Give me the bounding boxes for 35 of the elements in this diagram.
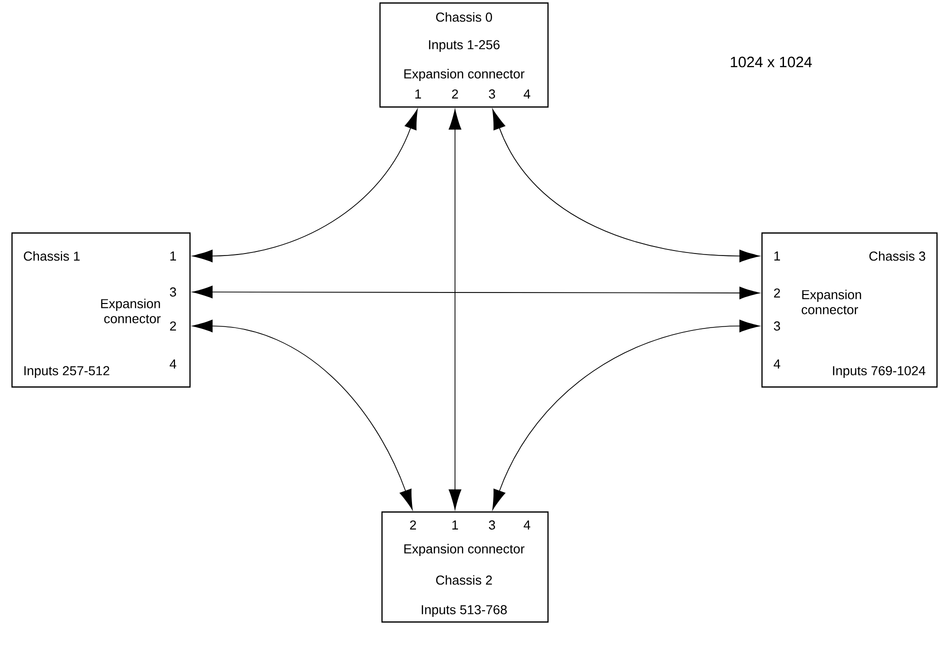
box-text: Inputs 769-1024 bbox=[833, 366, 926, 378]
port-number: 2 bbox=[774, 288, 780, 298]
box-text: Chassis 2 bbox=[436, 575, 492, 585]
port-number: 4 bbox=[170, 360, 176, 368]
box-text: Expansion connector bbox=[802, 290, 862, 314]
port-number: 4 bbox=[524, 520, 530, 530]
box-text: Chassis 1 bbox=[24, 251, 80, 261]
arrow bbox=[448, 109, 462, 510]
arrow bbox=[192, 286, 760, 300]
box-text: Chassis 0 bbox=[436, 12, 492, 22]
arrow bbox=[192, 320, 413, 510]
arrow bbox=[192, 109, 418, 262]
box-text: Expansion connector bbox=[404, 544, 524, 556]
port-number: 3 bbox=[488, 89, 496, 99]
port-number: 1 bbox=[415, 90, 421, 98]
arrow bbox=[492, 109, 760, 262]
box-text: Chassis 3 bbox=[869, 251, 926, 261]
port-number: 3 bbox=[170, 287, 176, 297]
box-text: Inputs 513-768 bbox=[422, 605, 507, 617]
port-number: 3 bbox=[488, 520, 496, 530]
port-number: 3 bbox=[774, 321, 780, 331]
size-label: 1024 x 1024 bbox=[730, 56, 812, 68]
port-number: 4 bbox=[774, 360, 780, 368]
arrow bbox=[492, 320, 760, 510]
box-text: Inputs 1-256 bbox=[429, 40, 500, 52]
port-number: 4 bbox=[524, 90, 530, 98]
port-number: 1 bbox=[452, 520, 458, 530]
port-number: 2 bbox=[452, 89, 458, 99]
port-number: 2 bbox=[170, 321, 176, 331]
port-number: 1 bbox=[774, 252, 780, 260]
box-text: Expansion connector bbox=[404, 68, 524, 82]
port-number: 1 bbox=[170, 252, 176, 260]
box-text: Expansion connector bbox=[101, 298, 161, 324]
box-text: Inputs 257-512 bbox=[24, 366, 110, 378]
port-number: 2 bbox=[410, 520, 416, 530]
